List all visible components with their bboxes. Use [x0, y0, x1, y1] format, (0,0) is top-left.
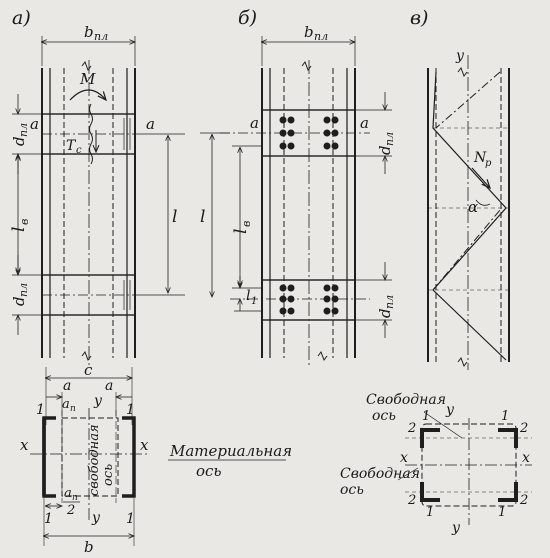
axis-y-bottom: y [91, 510, 101, 526]
svg-text:пл: пл [383, 132, 396, 146]
section-mark-a-left-b: a [250, 114, 259, 132]
panel-b: б) b пл a a [200, 7, 396, 365]
dim-a-n-bottom: a [64, 486, 72, 501]
dim-d-pl-b-bottom: d [376, 308, 394, 318]
section-mark-a-right: a [146, 115, 155, 133]
svg-text:p: p [485, 158, 492, 169]
shear-label: T [66, 138, 77, 154]
panel-b-label: б) [238, 7, 257, 29]
svg-text:п: п [70, 404, 76, 414]
svg-text:пл: пл [383, 295, 396, 309]
dim-b-pl: b [84, 23, 94, 41]
svg-text:пл: пл [314, 30, 328, 43]
svg-text:c: c [76, 145, 82, 156]
svg-text:1: 1 [44, 511, 53, 527]
axis-y-right-bottom: y [451, 520, 461, 536]
free-axis-label-bottom: Свободная [340, 466, 420, 482]
svg-text:1: 1 [126, 402, 135, 418]
svg-text:1: 1 [36, 402, 45, 418]
force-np: N [473, 150, 487, 166]
axis-x-left: x [20, 436, 29, 454]
dim-a-right: a [105, 378, 113, 394]
axis-x-right: x [140, 436, 149, 454]
panel-v-label: в) [410, 7, 428, 29]
svg-text:ось: ось [101, 464, 116, 486]
panel-a: а) b пл [9, 7, 185, 365]
dim-c: c [84, 361, 93, 379]
svg-text:ось: ось [340, 482, 364, 498]
panel-v: в) y N p α [410, 7, 510, 370]
svg-text:1: 1 [422, 409, 430, 424]
svg-text:1: 1 [501, 409, 509, 424]
panel-a-label: а) [12, 7, 31, 29]
svg-text:2: 2 [519, 421, 528, 436]
axis-y-v: y [455, 48, 465, 64]
dim-a-left: a [63, 378, 71, 394]
axis-y-right-top: y [445, 402, 455, 418]
material-axis-label: Материальная [169, 442, 292, 460]
dim-b-pl-b: b [304, 23, 314, 41]
svg-text:ось: ось [372, 408, 396, 424]
cross-section-right: Свободная ось y Свободная ось x x y 1 1 … [340, 392, 532, 536]
dim-l-v-b: l [231, 229, 251, 234]
svg-text:пл: пл [17, 123, 30, 137]
angle-alpha: α [468, 198, 478, 216]
svg-text:1: 1 [251, 296, 257, 307]
dim-l-b: l [200, 207, 205, 227]
axis-x-right-l: x [400, 450, 408, 466]
svg-text:2: 2 [407, 493, 416, 508]
dim-a-n-top: a [62, 397, 70, 412]
svg-text:1: 1 [426, 505, 434, 520]
cross-section-left: c a a a п y x x 1 1 1 1 свободная ось [20, 361, 292, 556]
svg-text:в: в [240, 221, 253, 227]
moment-label: M [79, 70, 96, 88]
svg-text:1: 1 [498, 505, 506, 520]
svg-text:в: в [18, 219, 31, 225]
svg-text:2: 2 [519, 493, 528, 508]
axis-x-right-r: x [522, 450, 530, 466]
free-axis-label-top: Свободная [366, 392, 446, 408]
dim-l: l [172, 207, 177, 227]
svg-text:пл: пл [94, 30, 108, 43]
svg-text:1: 1 [126, 511, 135, 527]
svg-text:2: 2 [66, 503, 75, 518]
dim-l-v: l [9, 227, 29, 232]
dim-d-pl-bottom: d [10, 296, 28, 306]
axis-y-top: y [93, 393, 103, 409]
svg-text:пл: пл [17, 283, 30, 297]
dim-b: b [84, 538, 94, 556]
dim-d-pl-b-top: d [376, 145, 394, 155]
svg-text:п: п [72, 493, 78, 503]
section-mark-a-right-b: a [360, 114, 369, 132]
svg-text:2: 2 [407, 421, 416, 436]
free-axis-vertical: свободная [87, 424, 102, 496]
section-mark-a-left: a [30, 115, 39, 133]
dim-d-pl-top: d [10, 136, 28, 146]
material-axis-word: ось [196, 462, 222, 480]
dim-l1: l [246, 288, 250, 304]
